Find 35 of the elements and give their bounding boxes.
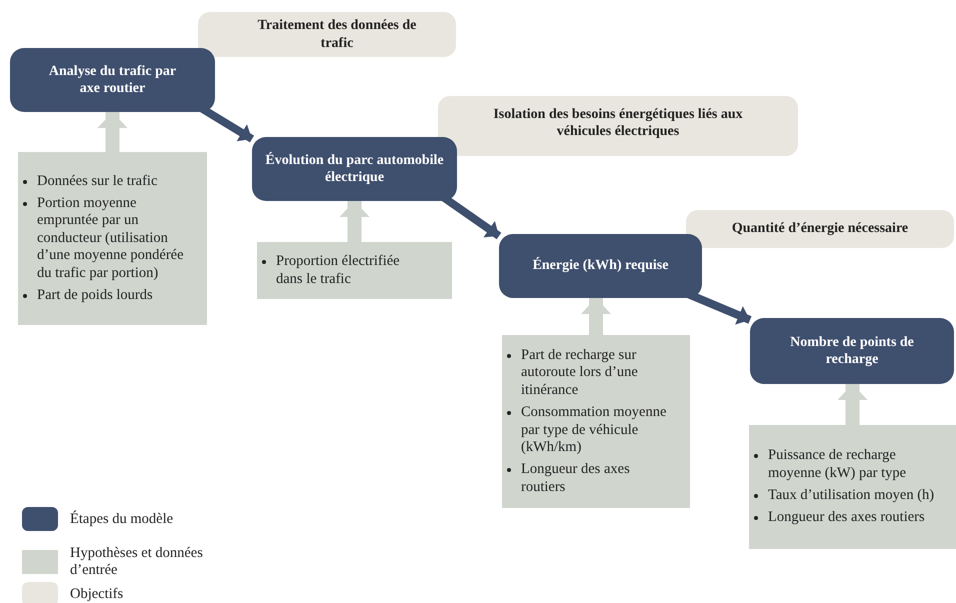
step-box [252,137,457,201]
objective-text: Traitement des données de trafic [256,17,418,52]
bullet-item: Puissance de recharge moyenne (kW) par type [768,447,908,482]
step-box [499,234,702,298]
step-box [750,318,954,384]
bullet-item: Part de poids lourds [37,286,154,304]
bullet-item: Part de recharge sur autoroute lors d’une itinérance [521,346,639,400]
input-list-box [18,152,207,325]
bullet-item: Proportion électrifiée dans le trafic [276,253,401,288]
step-title: Énergie (kWh) requise [532,257,668,275]
arrow [581,298,611,335]
objective-text: Quantité d’énergie nécessaire [732,220,908,238]
objective-box [686,210,954,248]
objective-box [198,12,456,57]
input-list-box [257,242,452,299]
bullet-item: Données sur le trafic [37,172,158,190]
bullet-item: Longueur des axes routiers [521,461,631,496]
input-list-box [749,425,956,549]
legend-label: Objectifs [70,586,124,602]
legend-label: Étapes du modèle [70,510,174,528]
arrow [838,384,868,425]
objective-text: Isolation des besoins énergétiques liés aux véhicules électriques [492,106,744,140]
step-title: Nombre de points de recharge [789,334,915,368]
objective-box [438,96,798,156]
bullet-item: Taux d’utilisation moyen (h) [768,487,936,504]
input-list-box [502,335,690,508]
arrow [98,112,128,152]
legend-label: Hypothèses et données d’entrée [70,545,204,578]
step-box [10,48,215,112]
bullet-item: Consommation moyenne par type de véhicule (kWh/km) [521,404,668,456]
step-title: Analyse du trafic par axe routier [48,62,178,98]
step-title: Évolution du parc automobile électrique [264,152,444,186]
arrow [340,201,370,242]
bullet-item: Portion moyenne empruntée par un conducteur (utilisation d’une moyenne pondérée du trafic par portion) [37,195,185,282]
bullet-item: Longueur des axes routiers [768,509,926,527]
